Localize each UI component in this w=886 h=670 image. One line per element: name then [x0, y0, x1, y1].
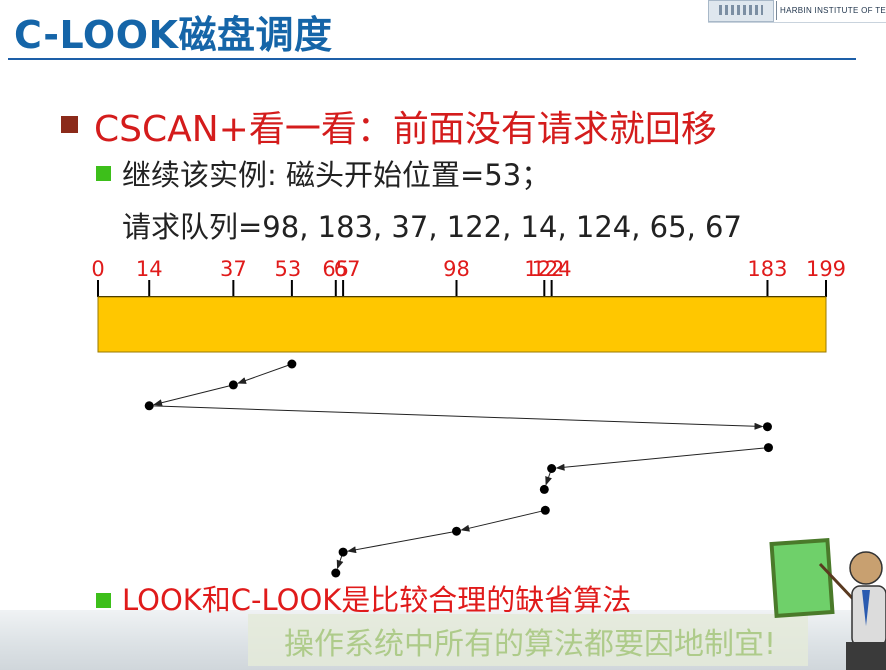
- seek-arrow: [237, 363, 293, 384]
- seek-point: [338, 547, 348, 557]
- example-intro: 继续该实例: 磁头开始位置=53；: [122, 158, 551, 192]
- logo-text: HARBIN INSTITUTE OF TECHN: [780, 6, 886, 15]
- seek-arrow: [555, 447, 769, 471]
- university-logo: HARBIN INSTITUTE OF TECHN: [708, 0, 886, 23]
- university-seal-icon: [708, 0, 774, 22]
- tick-label: 124: [532, 257, 572, 281]
- tick-label: 37: [220, 257, 247, 281]
- logo-divider: [776, 1, 777, 20]
- seek-point: [287, 359, 297, 369]
- footer-backdrop: [248, 614, 808, 666]
- seek-point: [762, 422, 772, 432]
- seek-arrow: [347, 530, 457, 554]
- seek-arrow: [149, 405, 764, 430]
- tick-label: 53: [275, 257, 302, 281]
- page-title: C-LOOK磁盘调度: [14, 13, 333, 57]
- seek-point: [763, 443, 773, 453]
- tick-label: 67: [334, 257, 361, 281]
- tick-label: 199: [806, 257, 846, 281]
- title-underline: [8, 58, 856, 60]
- bullet-square-icon: [96, 166, 111, 181]
- seek-point: [547, 464, 557, 473]
- bullet-square-icon: [61, 116, 78, 133]
- footer-note: 操作系统中所有的算法都要因地制宜!: [284, 627, 777, 662]
- tick-label: 98: [443, 257, 470, 281]
- seek-point: [540, 505, 550, 515]
- teacher-illustration: [769, 537, 886, 670]
- seek-point: [144, 401, 154, 411]
- request-queue: 请求队列=98, 183, 37, 122, 14, 124, 65, 67: [122, 210, 742, 244]
- main-heading: CSCAN+看一看：前面没有请求就回移: [94, 109, 717, 150]
- seek-point: [452, 526, 462, 536]
- seek-arrow: [153, 384, 234, 407]
- seek-point: [228, 380, 238, 390]
- seek-arrow: [460, 509, 546, 532]
- tick-label: 14: [136, 257, 163, 281]
- conclusion: LOOK和C-LOOK是比较合理的缺省算法: [122, 583, 632, 617]
- seek-point: [539, 484, 549, 494]
- disk-track-bar: [97, 296, 827, 353]
- tick-label: 122: [524, 257, 564, 281]
- tick-label: 65: [322, 257, 349, 281]
- seek-point: [331, 568, 341, 578]
- tick-label: 183: [747, 257, 787, 281]
- tick-label: 0: [91, 257, 104, 281]
- bullet-square-icon: [96, 593, 111, 608]
